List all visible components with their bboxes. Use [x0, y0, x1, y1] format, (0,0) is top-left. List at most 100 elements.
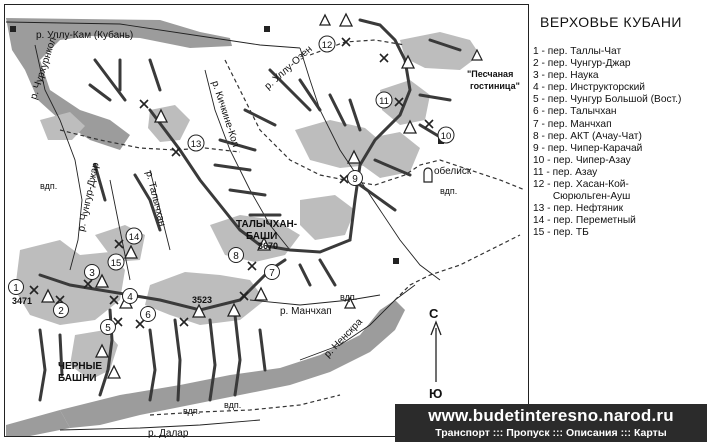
- waterfall-label: вдп.: [440, 186, 457, 196]
- legend-item: 14 - пер. Переметный: [533, 215, 636, 227]
- pass-cross-icon: [239, 291, 249, 301]
- pass-number-3: 3: [89, 268, 95, 279]
- peak-icon: [94, 273, 110, 288]
- footer-link-maps[interactable]: Карты: [633, 427, 667, 439]
- peak-icon: [191, 303, 207, 318]
- river-label-kichkine-kol: р. Кичкине-Кол: [209, 80, 241, 149]
- footer-link-transport[interactable]: Транспорт: [435, 427, 490, 439]
- obelisk-label: обелиск: [434, 165, 472, 177]
- pass-number-1: 1: [13, 283, 19, 294]
- pass-marker-5: 5: [100, 319, 116, 335]
- peak-icon: [94, 343, 110, 358]
- black-towers-line1: ЧЕРНЫЕ: [58, 361, 102, 372]
- footer-separator: :::: [620, 427, 632, 439]
- hut-icon: [264, 26, 270, 32]
- site-footer: www.budetinteresno.narod.ru Транспорт ::…: [395, 404, 707, 442]
- river-label-ulu-ozen: р. Уллу-Озен: [263, 44, 315, 92]
- river-label-talychkhan: р. Талычхан: [143, 170, 167, 228]
- peak-icon: [40, 288, 56, 303]
- pass-marker-12: 12: [318, 35, 336, 53]
- footer-separator: :::: [552, 427, 564, 439]
- peak-icon: [346, 149, 362, 164]
- peak-icon: [343, 296, 357, 309]
- hotel-label-line2: гостиница": [470, 81, 520, 91]
- legend-item: 8 - пер. АКТ (Ачау-Чат): [533, 130, 642, 142]
- waterfall-label: вдп.: [40, 181, 57, 191]
- legend-item: 4 - пер. Инструкторский: [533, 82, 645, 94]
- pass-cross-icon: [394, 97, 404, 107]
- pass-number-4: 4: [127, 292, 133, 303]
- footer-link-descriptions[interactable]: Описания: [565, 427, 618, 439]
- footer-links: Транспорт ::: Пропуск ::: Описания ::: К…: [395, 427, 707, 439]
- river-label-dalar: р. Далар: [148, 428, 189, 439]
- pass-number-13: 13: [191, 139, 202, 150]
- pass-cross-icon: [424, 119, 434, 129]
- legend-item: Сюрюльген-Ауш: [533, 191, 631, 203]
- river-label-chungur-dzhar: р. Чунгур-Джар: [76, 161, 101, 232]
- pass-number-10: 10: [441, 131, 452, 142]
- hut-icon: [393, 258, 399, 264]
- pass-cross-icon: [109, 295, 119, 305]
- massif-label-line1: ТАЛЫЧХАН-: [236, 219, 297, 230]
- pass-marker-15: 15: [107, 253, 125, 271]
- peak-icon: [106, 364, 122, 379]
- pass-cross-icon: [247, 261, 257, 271]
- legend-item: 6 - пер. Талычхан: [533, 106, 617, 118]
- pass-marker-11: 11: [375, 91, 393, 109]
- pass-marker-1: 1: [8, 279, 24, 295]
- pass-number-11: 11: [379, 96, 389, 107]
- pass-marker-2: 2: [53, 302, 69, 318]
- pass-cross-icon: [83, 279, 93, 289]
- pass-cross-icon: [114, 239, 124, 249]
- pass-cross-icon: [139, 99, 149, 109]
- waterfall-label: вдп.: [340, 292, 357, 302]
- legend-item: 13 - пер. Нефтяник: [533, 203, 624, 215]
- compass-arrow-icon: [430, 320, 442, 336]
- black-towers-line2: БАШНИ: [58, 373, 97, 384]
- pass-cross-icon: [379, 53, 389, 63]
- peak-icon: [226, 302, 242, 317]
- pass-number-markers: 1 2 3 4 5 6 7 8 9 10 11 12 13 14 15: [8, 35, 455, 335]
- map-title: ВЕРХОВЬЕ КУБАНИ: [540, 14, 682, 30]
- compass: С Ю: [429, 306, 442, 401]
- legend-item: 5 - пер. Чунгур Большой (Вост.): [533, 94, 682, 106]
- peak-icon: [338, 12, 354, 27]
- pass-marker-8: 8: [228, 247, 244, 263]
- pass-marker-6: 6: [140, 306, 156, 322]
- compass-bottom-label: Ю: [429, 386, 442, 401]
- pass-marker-14: 14: [125, 227, 143, 245]
- massif-label-line2: БАШИ: [246, 231, 277, 242]
- pass-number-2: 2: [58, 306, 64, 317]
- pass-marker-9: 9: [347, 170, 363, 186]
- legend-item: 2 - пер. Чунгур-Джар: [533, 58, 631, 70]
- pass-marker-7: 7: [264, 264, 280, 280]
- height-label: 3523: [192, 295, 212, 305]
- height-label: 3471: [12, 296, 32, 306]
- height-label: 3670: [258, 241, 278, 251]
- footer-link-pass[interactable]: Пропуск: [506, 427, 550, 439]
- legend-item: 1 - пер. Таллы-Чат: [533, 46, 622, 57]
- pass-markers: [29, 37, 434, 329]
- peak-icon: [123, 244, 139, 259]
- trails: [59, 39, 526, 416]
- legend-item: 3 - пер. Наука: [533, 70, 599, 82]
- obelisk-icon: [423, 167, 433, 183]
- map-frame: [4, 4, 529, 437]
- river-label-ulu-kam: р. Уллу-Кам (Кубань): [36, 29, 133, 41]
- pass-number-8: 8: [233, 251, 239, 262]
- pass-cross-icon: [179, 317, 189, 327]
- hotel-icon: [471, 48, 483, 61]
- legend-item: 15 - пер. ТБ: [533, 227, 589, 239]
- pass-marker-10: 10: [437, 126, 455, 144]
- pass-marker-13: 13: [187, 134, 205, 152]
- river-label-manchkhap: р. Манчхап: [280, 306, 332, 317]
- peak-icon: [402, 119, 418, 134]
- legend-item: 12 - пер. Хасан-Кой-: [533, 179, 629, 191]
- waterfall-label: вдп.: [224, 400, 241, 410]
- site-url-link[interactable]: www.budetinteresno.narod.ru: [428, 406, 674, 425]
- pass-number-7: 7: [269, 268, 275, 279]
- pass-cross-icon: [29, 285, 39, 295]
